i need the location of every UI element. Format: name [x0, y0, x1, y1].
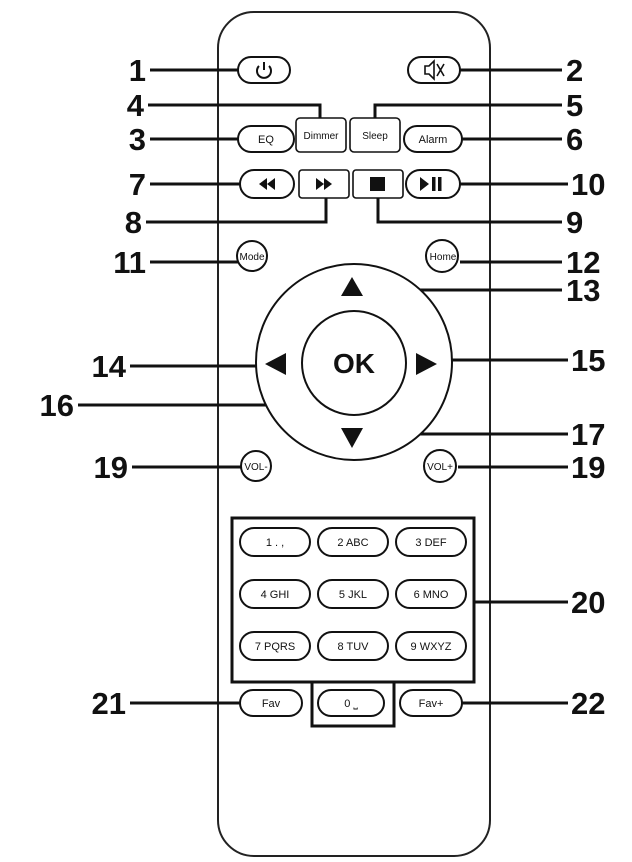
keypad-key-label: 4 GHI: [261, 589, 290, 601]
keypad-key[interactable]: 2 ABC: [317, 527, 389, 557]
keypad-frame: [230, 516, 476, 684]
alarm-button[interactable]: Alarm: [403, 125, 463, 153]
callout-8: 8: [125, 205, 142, 240]
home-label: Home: [430, 252, 457, 263]
leader-5: [373, 103, 562, 118]
fav-plus-label: Fav+: [419, 698, 444, 710]
callout-13: 13: [566, 273, 600, 308]
eq-label: EQ: [258, 134, 274, 146]
volume-down-label: VOL-: [244, 462, 267, 473]
dimmer-button[interactable]: Dimmer: [295, 117, 347, 153]
arrow-down-icon[interactable]: [341, 428, 363, 448]
keypad-key-label: 5 JKL: [339, 589, 367, 601]
dimmer-label: Dimmer: [304, 131, 340, 142]
fav-minus-label: Fav: [262, 698, 281, 710]
leader-lines: [78, 68, 568, 705]
callout-14: 14: [92, 349, 127, 384]
callout-6: 6: [566, 122, 583, 157]
keypad-key[interactable]: 4 GHI: [239, 579, 311, 609]
mode-button[interactable]: Mode: [236, 240, 268, 272]
keypad-key[interactable]: 1 . ,: [239, 527, 311, 557]
zero-label: 0 ⎵: [344, 698, 358, 710]
keypad-key-label: 1 . ,: [266, 537, 284, 549]
callout-5: 5: [566, 88, 583, 123]
keypad-key[interactable]: 6 MNO: [395, 579, 467, 609]
keypad-key[interactable]: 3 DEF: [395, 527, 467, 557]
fav-plus-button[interactable]: Fav+: [399, 689, 463, 717]
callout-12: 12: [566, 245, 600, 280]
callout-1: 1: [129, 53, 146, 88]
callout-10: 10: [571, 167, 605, 202]
keypad-key-label: 8 TUV: [338, 641, 370, 653]
stop-icon: [370, 177, 385, 191]
arrow-right-icon[interactable]: [416, 353, 437, 375]
callout-22: 22: [571, 686, 605, 721]
arrow-up-icon[interactable]: [341, 277, 363, 296]
rewind-button[interactable]: [239, 169, 295, 199]
mute-button[interactable]: [407, 56, 461, 84]
callout-7: 7: [129, 167, 146, 202]
leader-8: [146, 198, 328, 224]
arrow-left-icon[interactable]: [265, 353, 286, 375]
fast-forward-icon: [316, 178, 332, 190]
eq-button[interactable]: EQ: [237, 125, 295, 153]
play-pause-button[interactable]: [405, 169, 461, 199]
callout-2: 2: [566, 53, 583, 88]
mode-label: Mode: [239, 252, 264, 263]
callout-19-left: 19: [94, 450, 128, 485]
callout-11: 11: [113, 245, 146, 280]
callout-9: 9: [566, 205, 583, 240]
rewind-icon: [259, 178, 275, 190]
callout-4: 4: [127, 88, 145, 123]
volume-up-label: VOL+: [427, 462, 453, 473]
callout-17: 17: [571, 417, 605, 452]
zero-button[interactable]: 0 ⎵: [317, 689, 385, 717]
keypad-zero-frame: [310, 682, 396, 728]
leader-9: [376, 198, 562, 224]
keypad: 1 . , 2 ABC 3 DEF 4 GHI 5 JKL 6 MNO 7 PQRS 8 TU…: [239, 527, 467, 661]
stop-button[interactable]: [352, 169, 404, 199]
fav-minus-button[interactable]: Fav: [239, 689, 303, 717]
play-pause-icon: [420, 177, 442, 191]
callout-numbers: 1 2 4 5 3 6 7 10 8 9 11 12 13 14 15 16 1…: [40, 53, 606, 721]
home-button[interactable]: Home: [425, 239, 459, 273]
power-icon: [256, 62, 272, 79]
sleep-label: Sleep: [362, 131, 388, 142]
power-button[interactable]: [237, 56, 291, 84]
callout-3: 3: [129, 122, 146, 157]
callout-19-right: 19: [571, 450, 605, 485]
callout-16: 16: [40, 388, 74, 423]
keypad-key[interactable]: 9 WXYZ: [395, 631, 467, 661]
ok-label: OK: [333, 348, 375, 379]
ok-button[interactable]: OK: [301, 310, 407, 416]
keypad-key-label: 2 ABC: [337, 537, 368, 549]
keypad-key-label: 9 WXYZ: [411, 641, 452, 653]
fast-forward-button[interactable]: [298, 169, 350, 199]
callout-21: 21: [92, 686, 126, 721]
keypad-key[interactable]: 7 PQRS: [239, 631, 311, 661]
volume-up-button[interactable]: VOL+: [423, 449, 457, 483]
leader-4: [148, 103, 322, 118]
keypad-key[interactable]: 8 TUV: [317, 631, 389, 661]
volume-down-button[interactable]: VOL-: [240, 450, 272, 482]
callout-20: 20: [571, 585, 605, 620]
sleep-button[interactable]: Sleep: [349, 117, 401, 153]
mute-icon: [424, 59, 445, 81]
keypad-key[interactable]: 5 JKL: [317, 579, 389, 609]
keypad-key-label: 7 PQRS: [255, 641, 295, 653]
keypad-key-label: 6 MNO: [414, 589, 449, 601]
keypad-key-label: 3 DEF: [415, 537, 446, 549]
callout-15: 15: [571, 343, 605, 378]
alarm-label: Alarm: [419, 134, 448, 146]
